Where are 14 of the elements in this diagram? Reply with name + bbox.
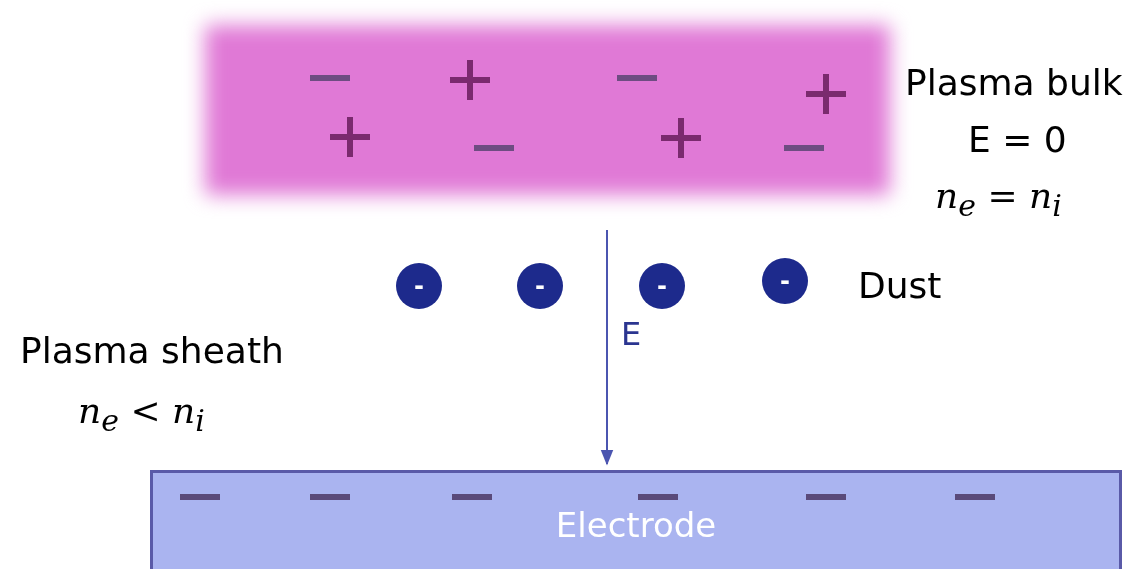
- dust-particle: -: [396, 263, 442, 309]
- plasma-region: [205, 25, 890, 195]
- dust-particle: -: [762, 258, 808, 304]
- field-arrow: [600, 229, 614, 466]
- annotation-text: n$_{e}$ = n$_{i}$: [935, 178, 1062, 222]
- annotation-text: Plasma bulk: [905, 65, 1123, 101]
- annotation-text: Dust: [858, 268, 942, 304]
- edge-label: E: [621, 318, 642, 350]
- annotation-text: n$_{e}$ < n$_{i}$: [78, 393, 205, 437]
- dust-particle: -: [517, 263, 563, 309]
- dust-particle: -: [639, 263, 685, 309]
- electrode-plate: Electrode: [150, 470, 1122, 569]
- annotation-text: E = 0: [968, 122, 1067, 158]
- annotation-text: Plasma sheath: [20, 333, 284, 369]
